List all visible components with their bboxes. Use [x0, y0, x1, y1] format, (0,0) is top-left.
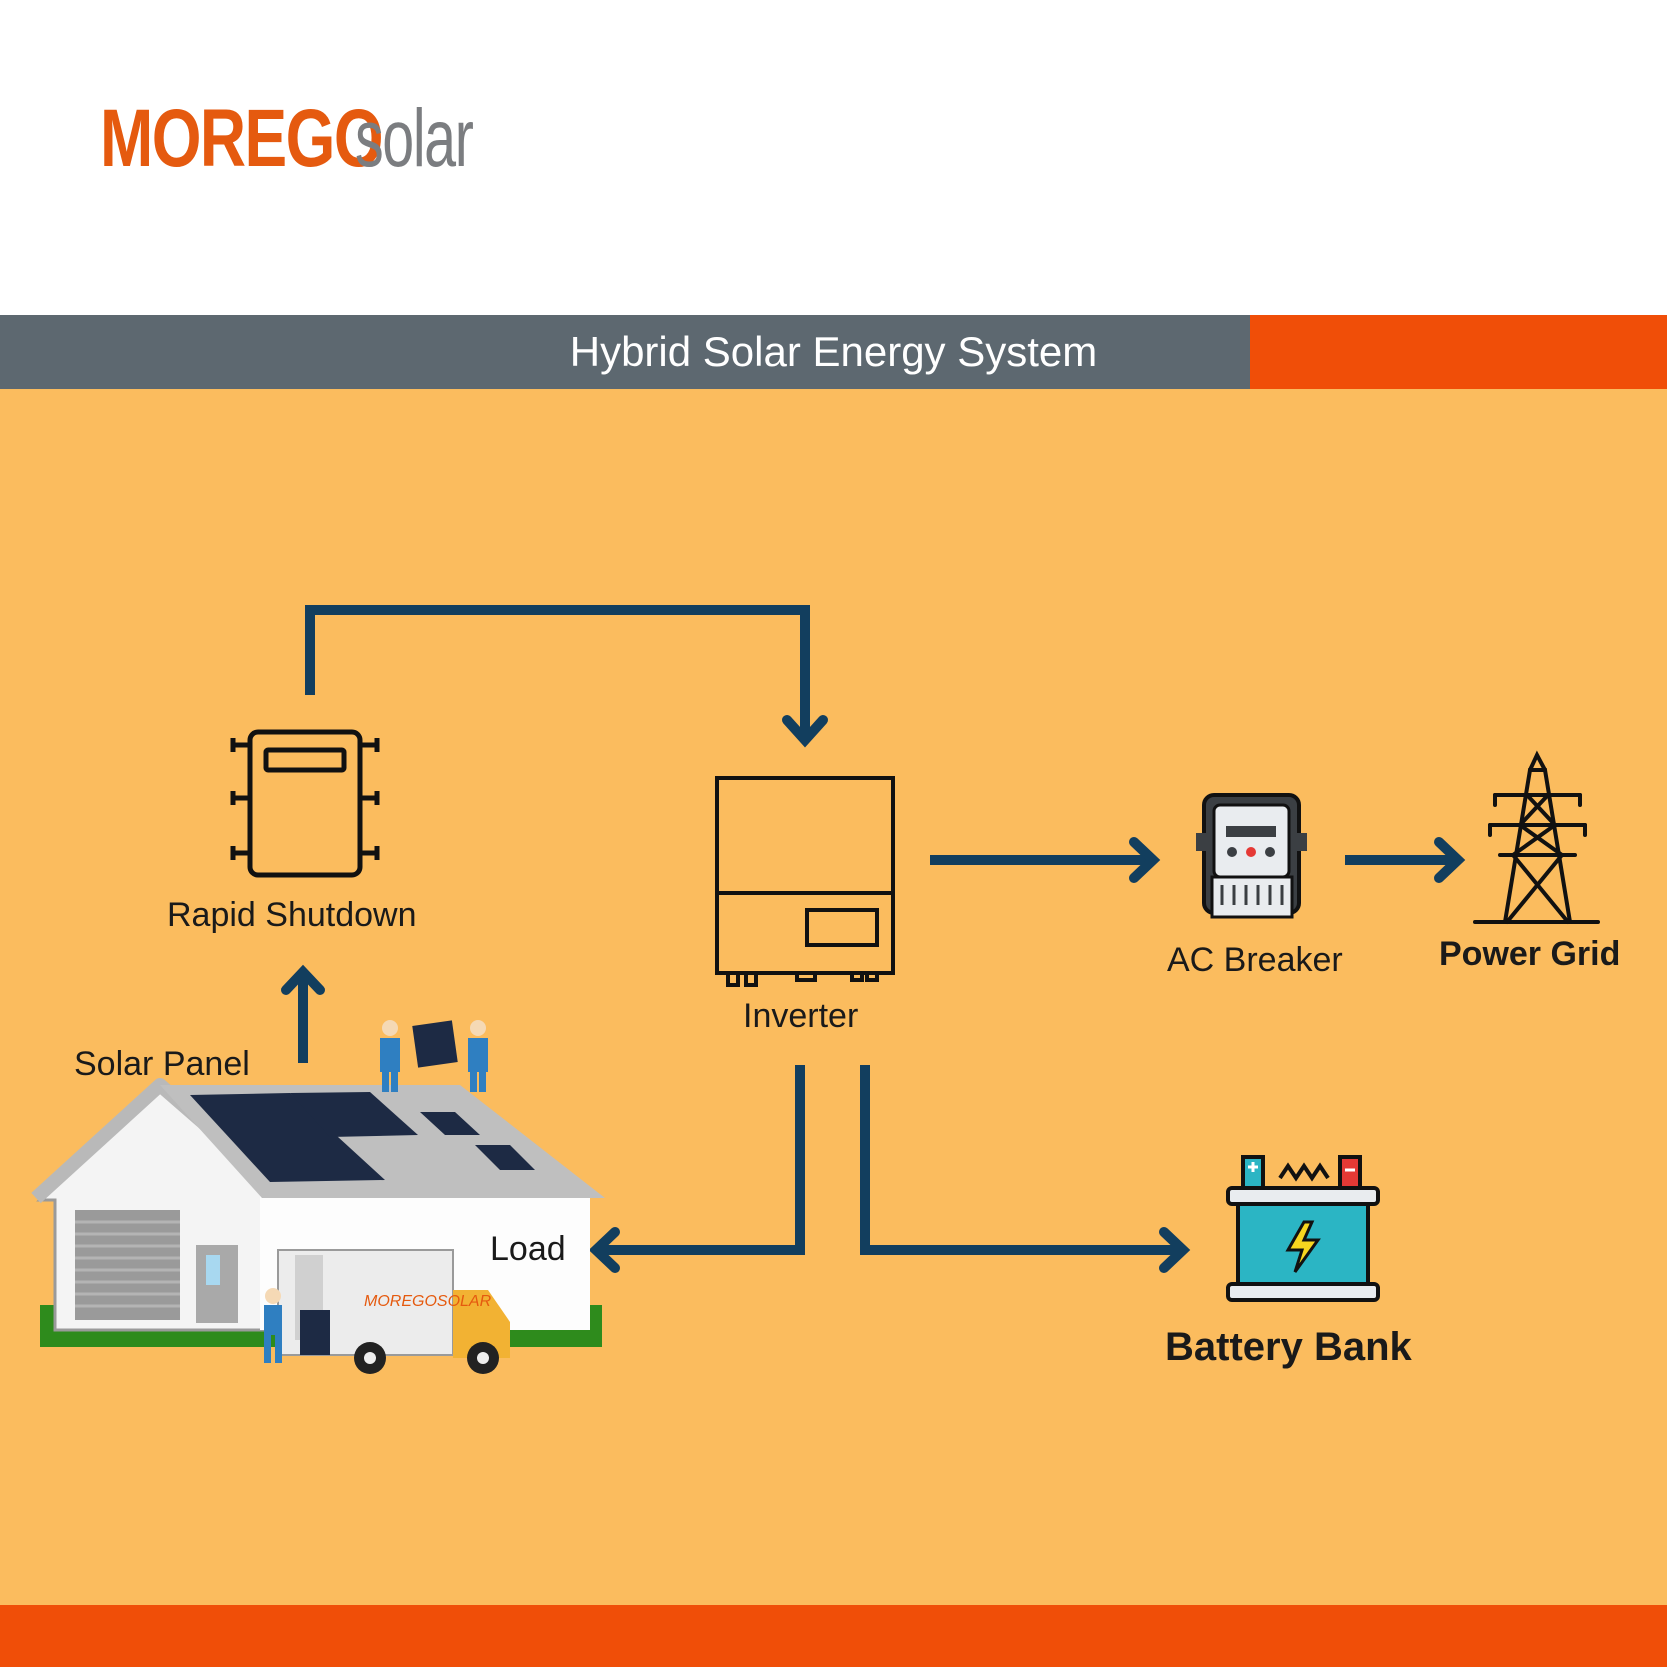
label-solar-panel: Solar Panel — [74, 1045, 250, 1083]
arrow-rapid-shutdown-to-inverter — [305, 605, 810, 740]
arrow-inverter-to-load — [595, 1065, 805, 1255]
worker-figures — [264, 1020, 488, 1363]
truck-logo-text: MOREGOSOLAR — [364, 1293, 492, 1310]
title-banner — [0, 315, 1250, 389]
arrowhead-down-inverter — [782, 715, 828, 748]
title-banner-accent — [1250, 315, 1667, 389]
label-power-grid: Power Grid — [1439, 935, 1621, 973]
logo-brand: MOREGO — [100, 93, 384, 184]
ac-breaker-meter-icon — [1196, 793, 1307, 919]
label-ac-breaker: AC Breaker — [1167, 941, 1343, 979]
house-with-solar-panels-illustration: MOREGOSOLAR — [31, 1020, 605, 1374]
arrowhead-right-battery — [1159, 1227, 1191, 1273]
page-title: Hybrid Solar Energy System — [0, 315, 1667, 389]
arrow-inverter-to-battery — [860, 1065, 1185, 1255]
label-battery-bank: Battery Bank — [1165, 1325, 1412, 1369]
arrowhead-up-rapid-shutdown — [281, 964, 325, 995]
arrowhead-left-load — [588, 1227, 620, 1273]
label-load: Load — [490, 1230, 566, 1268]
battery-icon — [1226, 1155, 1380, 1302]
inverter-icon — [715, 776, 895, 987]
logo-sub: solar — [355, 93, 474, 184]
flow-arrows — [281, 605, 1466, 1273]
footer-bar — [0, 1605, 1667, 1667]
arrowhead-right-grid — [1434, 837, 1466, 883]
arrowhead-right-ac-breaker — [1129, 837, 1161, 883]
label-inverter: Inverter — [743, 997, 859, 1035]
page-title-text: Hybrid Solar Energy System — [569, 328, 1098, 375]
power-grid-tower-icon — [1473, 750, 1600, 924]
rapid-shutdown-box-icon — [230, 729, 380, 878]
diagram-background — [0, 389, 1667, 1605]
label-rapid-shutdown: Rapid Shutdown — [167, 896, 417, 934]
